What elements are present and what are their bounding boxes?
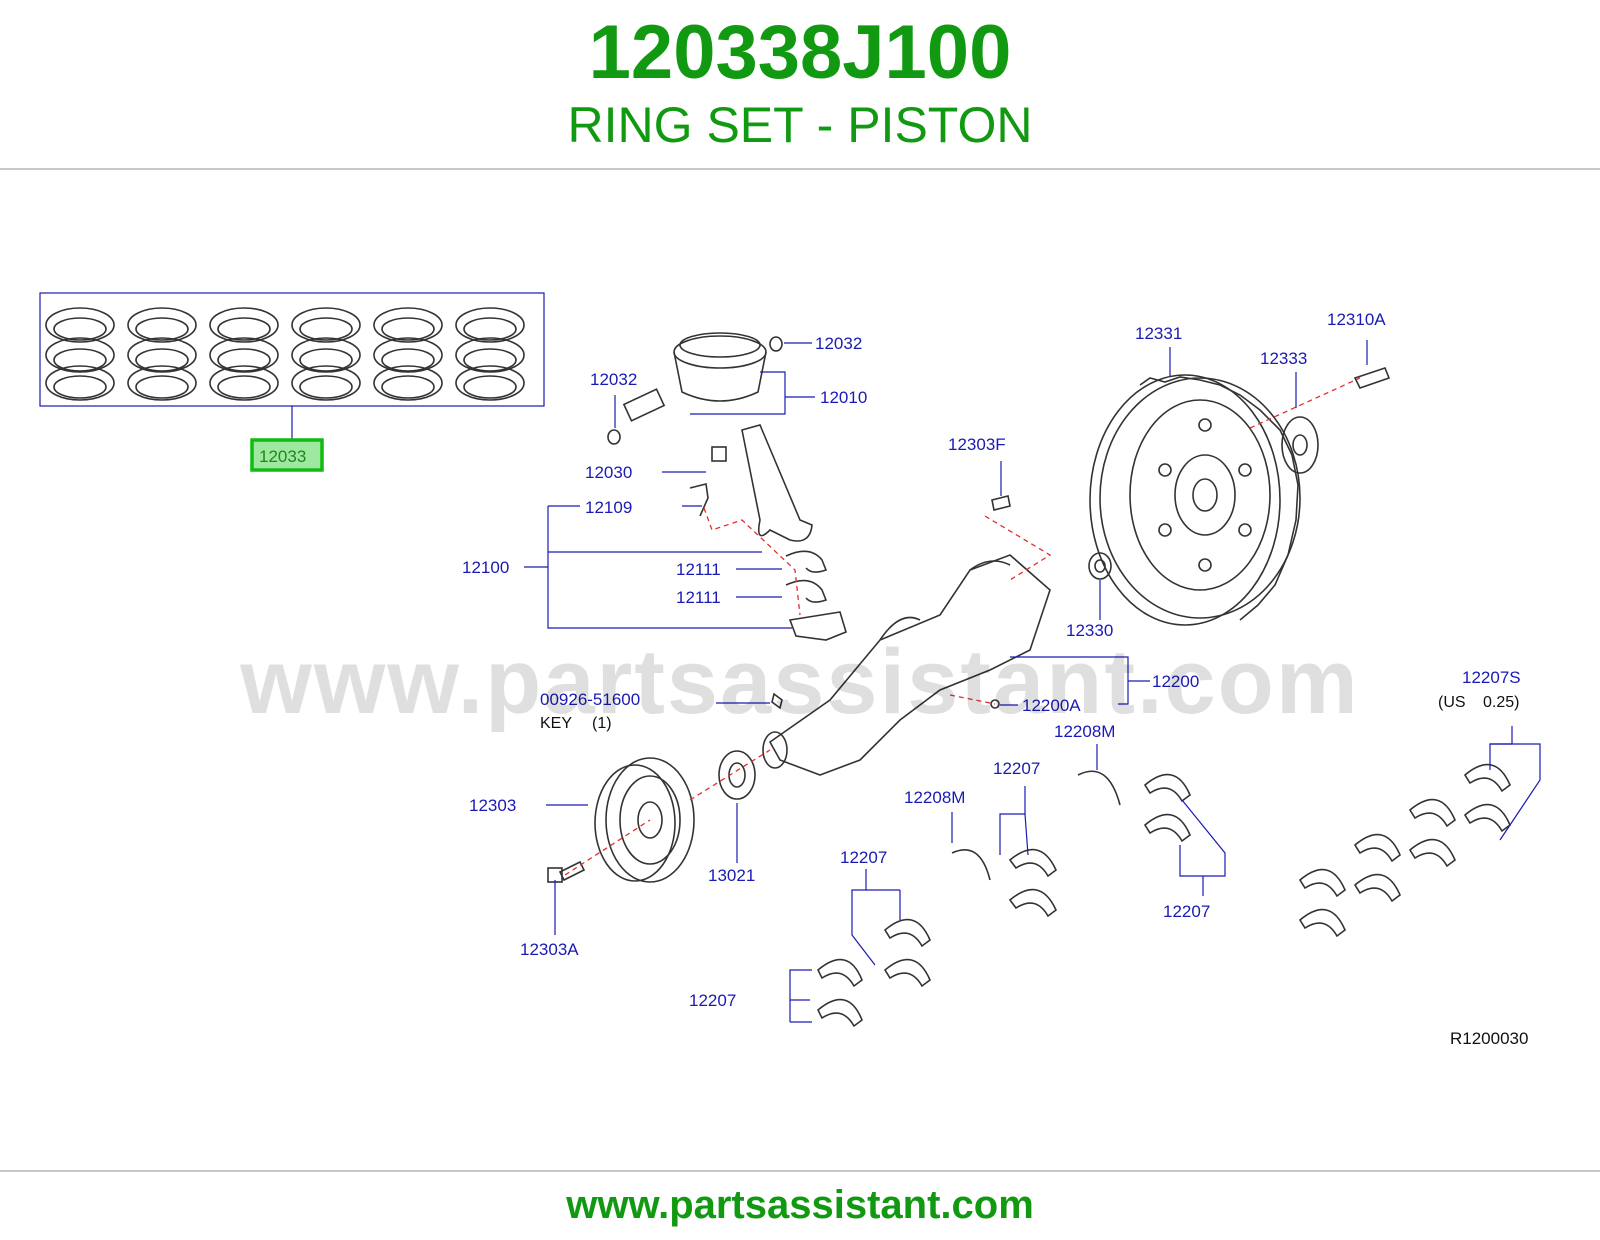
- callout-12207-middle[interactable]: 12207: [993, 759, 1040, 778]
- page-header: 120338J100 RING SET - PISTON: [0, 0, 1600, 170]
- callout-12208M-left[interactable]: 12208M: [904, 788, 965, 807]
- flywheel-illustration: [991, 367, 1391, 626]
- assembly-guide-lines: [564, 377, 1361, 876]
- footer-url[interactable]: www.partsassistant.com: [566, 1183, 1034, 1227]
- callout-12200[interactable]: 12200: [1152, 672, 1199, 691]
- ring-set-box: [39, 292, 545, 407]
- footer-divider: [0, 1170, 1600, 1172]
- callout-12303[interactable]: 12303: [469, 796, 516, 815]
- callout-12032-left[interactable]: 12032: [590, 370, 637, 389]
- reference-code: R1200030: [1450, 1029, 1528, 1048]
- callout-12207-lower-right[interactable]: 12207: [1163, 902, 1210, 921]
- callout-12030[interactable]: 12030: [585, 463, 632, 482]
- callout-12303F[interactable]: 12303F: [948, 435, 1006, 454]
- callout-12330[interactable]: 12330: [1066, 621, 1113, 640]
- part-number: 120338J100: [588, 10, 1012, 95]
- diagram-notes: KEY (1) (US 0.25) R1200030: [540, 694, 1528, 1048]
- callout-12207-center[interactable]: 12207: [840, 848, 887, 867]
- piston-illustration: [607, 332, 783, 445]
- callout-12207S[interactable]: 12207S: [1462, 668, 1521, 687]
- leader-lines: [524, 340, 1541, 1023]
- callout-00926-51600[interactable]: 00926-51600: [540, 690, 640, 709]
- callout-12208M-right[interactable]: 12208M: [1054, 722, 1115, 741]
- callout-13021[interactable]: 13021: [708, 866, 755, 885]
- callout-12310A[interactable]: 12310A: [1327, 310, 1386, 329]
- callout-labels: 12033 12032 12032 12010 12030 12109 1210…: [259, 310, 1521, 1010]
- callout-12111-upper[interactable]: 12111: [676, 560, 721, 579]
- callout-12303A[interactable]: 12303A: [520, 940, 579, 959]
- callout-12032-right[interactable]: 12032: [815, 334, 862, 353]
- pulley-illustration: [547, 750, 756, 883]
- callout-12100[interactable]: 12100: [462, 558, 509, 577]
- undersize-value-note: 0.25): [1483, 694, 1519, 711]
- callout-12010[interactable]: 12010: [820, 388, 867, 407]
- key-note: KEY: [540, 715, 572, 732]
- callout-12109[interactable]: 12109: [585, 498, 632, 517]
- ring-set-illustration: [45, 307, 525, 401]
- callout-12333[interactable]: 12333: [1260, 349, 1307, 368]
- crankshaft-illustration: [762, 554, 1051, 776]
- parts-diagram: 12033 12032 12032 12010 12030 12109 1210…: [0, 270, 1600, 1120]
- callout-12207-lower-left[interactable]: 12207: [689, 991, 736, 1010]
- key-qty-note: (1): [592, 715, 612, 732]
- callout-12111-lower[interactable]: 12111: [676, 588, 721, 607]
- part-name: RING SET - PISTON: [567, 97, 1033, 153]
- highlighted-part-box: [250, 438, 324, 472]
- callout-12331[interactable]: 12331: [1135, 324, 1182, 343]
- parts-diagram-svg: 12033 12032 12032 12010 12030 12109 1210…: [39, 292, 1541, 1048]
- callout-12033[interactable]: 12033: [259, 447, 306, 466]
- bearing-shells-illustration: [817, 763, 1511, 1028]
- callout-12200A[interactable]: 12200A: [1022, 696, 1081, 715]
- undersize-note: (US: [1438, 694, 1466, 711]
- header-divider: [0, 168, 1600, 170]
- connecting-rod-illustration: [689, 424, 847, 641]
